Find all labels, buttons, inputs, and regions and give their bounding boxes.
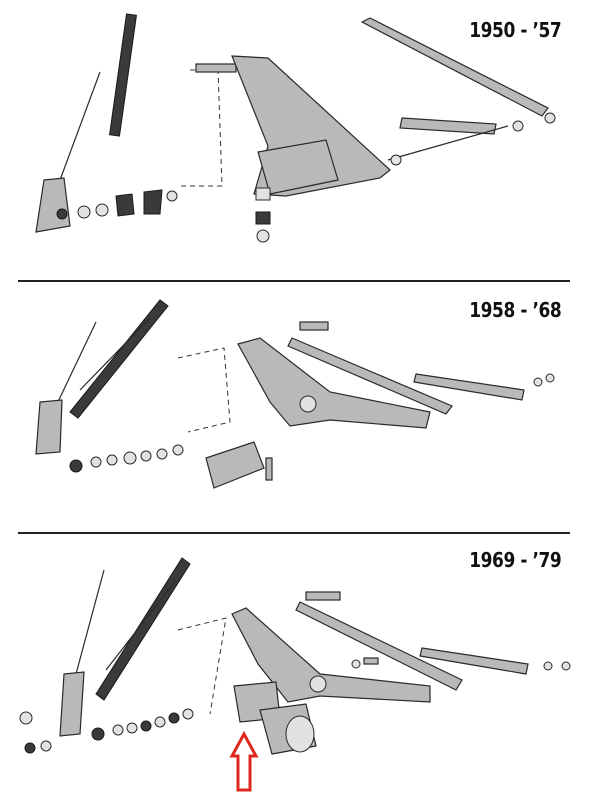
wiper-blade (69, 299, 169, 419)
linkage-rod (287, 337, 453, 415)
spindle-connector (299, 321, 329, 331)
year-label-1950-57: 1950 - ’57 (468, 18, 562, 42)
year-label-1958-68: 1958 - ’68 (468, 298, 562, 322)
linkage-rod-side (413, 373, 525, 401)
spindle-connector (305, 591, 341, 601)
section-divider-1 (18, 280, 570, 282)
section-1969-79: 1969 - ’79 (0, 534, 601, 794)
section-divider-2 (18, 532, 570, 534)
dashed-connector (180, 69, 223, 187)
wiper-blade (95, 557, 191, 701)
wiper-blade-frame (79, 317, 151, 391)
linkage-rod-long (360, 17, 549, 117)
year-label-1969-79: 1969 - ’79 (468, 548, 562, 572)
up-arrow-icon (229, 730, 259, 792)
wiper-assembly-1950-57-diagram (35, 13, 556, 243)
washer-nut-row (56, 189, 178, 220)
bolt (363, 657, 379, 665)
wiper-motor (205, 441, 265, 489)
wiper-motor (257, 139, 339, 195)
wiper-frame (237, 337, 431, 429)
wiper-arm-base (35, 177, 71, 233)
wiper-arm (55, 321, 97, 407)
wiper-arm-base (59, 671, 85, 737)
wiper-blade (108, 13, 138, 137)
wiper-frame (231, 607, 431, 703)
wiper-arm (59, 71, 101, 181)
connector-shaft (387, 125, 509, 161)
dashed-connector (177, 347, 231, 433)
wiper-assembly-1969-79-diagram (19, 557, 571, 792)
washer-nut-row (19, 708, 194, 754)
wiper-assembly-1958-68-diagram (35, 299, 555, 489)
wiper-blade-frame (105, 579, 177, 671)
spindle-shaft (195, 63, 237, 73)
section-1958-68: 1958 - ’68 (0, 282, 601, 530)
wiper-arm (75, 569, 105, 675)
linkage-rod-side (419, 647, 529, 675)
linkage-rod (295, 601, 463, 691)
section-1950-57: 1950 - ’57 (0, 0, 601, 280)
washer-nut-row (69, 444, 184, 473)
linkage-rod-short (399, 117, 497, 135)
motor-bolt (265, 457, 273, 481)
dashed-connector (177, 617, 227, 715)
wiper-arm-base (35, 399, 63, 455)
mount-hardware (255, 187, 271, 243)
